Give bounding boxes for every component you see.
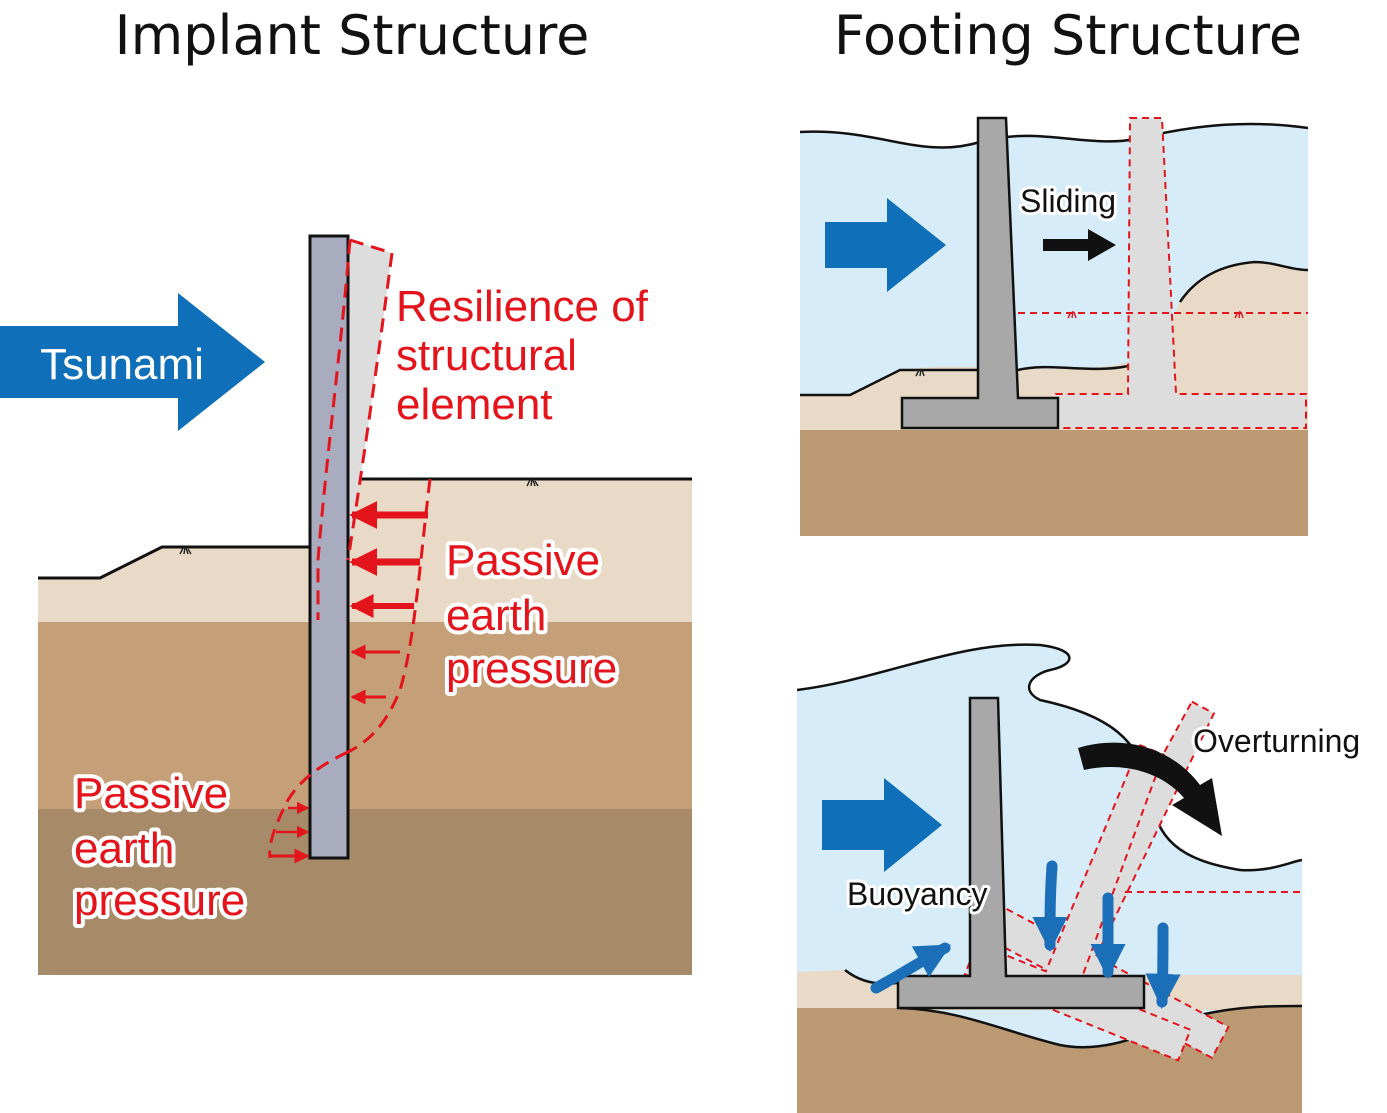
grass-tuft-icon (915, 310, 1244, 377)
passive-pressure-envelope-right (347, 478, 432, 754)
passive-pressure-right-label: Passive earth pressure (442, 532, 621, 697)
sliding-ground-line (800, 260, 1308, 397)
sliding-panel: Sliding (800, 116, 1308, 536)
overturning-label: Overturning (1193, 723, 1360, 759)
sliding-soil-top (800, 262, 1308, 430)
footing-title: Footing Structure (834, 4, 1302, 67)
svg-text:Resilience of: Resilience of (396, 282, 649, 331)
implant-soil-deep (38, 809, 692, 975)
tsunami-arrow-icon (0, 293, 265, 431)
tsunami-label: Tsunami (40, 340, 204, 389)
sliding-water-surface (800, 122, 1308, 149)
svg-text:element: element (396, 380, 553, 429)
sliding-arrow-icon (1043, 229, 1116, 261)
overturning-arrow-icon (1078, 742, 1222, 836)
implant-title: Implant Structure (115, 4, 590, 67)
grass-tuft-icon (179, 478, 539, 555)
svg-text:earth: earth (446, 591, 546, 640)
svg-text:Passive: Passive (74, 769, 228, 818)
retaining-wall (900, 116, 1060, 430)
svg-text:pressure: pressure (74, 876, 245, 925)
svg-text:Passive: Passive (446, 536, 600, 585)
overturning-water-surface (797, 643, 1302, 872)
passive-pressure-left-label: Passive earth pressure (70, 765, 249, 929)
pressure-arrow-icon (349, 501, 428, 705)
tsunami-arrow-icon (822, 778, 942, 872)
tsunami-arrow-icon (825, 198, 946, 292)
buoyancy-arrow-icon (870, 860, 1181, 1010)
sliding-label: Sliding (1020, 183, 1116, 219)
pressure-arrow-icon (270, 801, 310, 864)
svg-text:pressure: pressure (446, 644, 617, 693)
slid-wall-ghost (1055, 117, 1307, 429)
svg-text:earth: earth (74, 824, 174, 873)
sliding-soil-base (800, 430, 1308, 536)
overturning-panel: Buoyancy (797, 643, 1302, 1113)
buoyancy-label: Buoyancy (847, 876, 988, 912)
implant-ground-line-left (38, 545, 310, 580)
svg-text:structural: structural (396, 331, 577, 380)
resilience-label: Resilience of structural element (392, 278, 653, 433)
implant-panel: Tsunami Resilience of structural element… (0, 234, 692, 975)
passive-pressure-envelope-left (268, 750, 349, 859)
